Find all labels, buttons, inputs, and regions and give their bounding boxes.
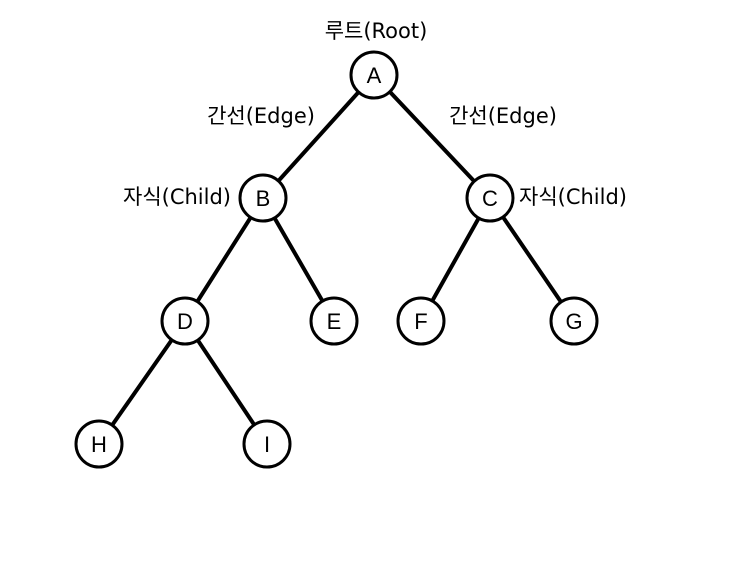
node-g: G: [549, 296, 599, 346]
node-c-circle: [465, 173, 515, 223]
node-f: F: [396, 296, 446, 346]
edge-d-i: [183, 319, 269, 446]
edge-a-c: [372, 73, 492, 200]
node-c-label: C: [482, 186, 498, 211]
node-d: D: [160, 296, 210, 346]
node-b: B: [238, 173, 288, 223]
node-a-circle: [349, 50, 399, 100]
node-e-circle: [309, 296, 359, 346]
node-h-circle: [74, 419, 124, 469]
node-d-circle: [160, 296, 210, 346]
root-label: 루트(Root): [325, 19, 428, 43]
node-d-label: D: [177, 309, 193, 334]
edge-a-b: [261, 73, 376, 200]
edge-label-left: 간선(Edge): [207, 104, 315, 128]
node-i: I: [242, 419, 292, 469]
edge-d-h: [97, 319, 187, 446]
node-h: H: [74, 419, 124, 469]
child-label-right: 자식(Child): [519, 185, 627, 209]
edge-c-g: [488, 196, 576, 323]
node-a: A: [349, 50, 399, 100]
node-g-label: G: [565, 309, 582, 334]
child-label-left: 자식(Child): [123, 185, 231, 209]
node-c: C: [465, 173, 515, 223]
node-f-label: F: [414, 309, 427, 334]
node-i-circle: [242, 419, 292, 469]
node-f-circle: [396, 296, 446, 346]
edge-label-right: 간선(Edge): [449, 104, 557, 128]
node-i-label: I: [264, 432, 270, 457]
node-h-label: H: [91, 432, 107, 457]
node-g-circle: [549, 296, 599, 346]
node-e-label: E: [327, 309, 342, 334]
node-b-label: B: [256, 186, 271, 211]
edges-layer: [97, 73, 576, 446]
node-e: E: [309, 296, 359, 346]
node-b-circle: [238, 173, 288, 223]
node-a-label: A: [367, 63, 382, 88]
